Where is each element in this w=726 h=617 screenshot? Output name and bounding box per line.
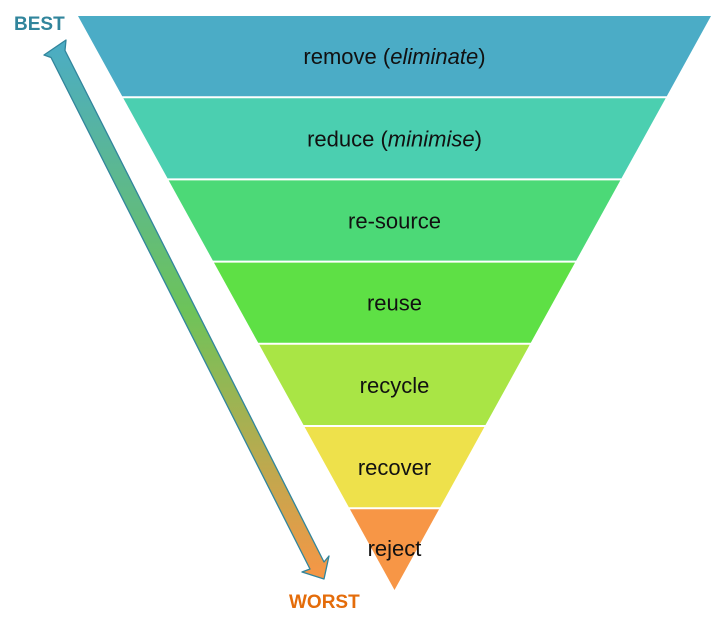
double-headed-arrow-icon <box>43 39 330 580</box>
tier-label-main: re-source <box>348 209 441 234</box>
tier-label-7: reject <box>368 536 422 561</box>
tier-label-italic: minimise <box>388 126 475 151</box>
tier-label-3: re-source <box>348 209 441 234</box>
tier-label-italic: eliminate <box>390 44 478 69</box>
tier-band-4 <box>213 262 576 343</box>
tier-band-6 <box>304 427 485 508</box>
tier-label-main: recover <box>358 455 431 480</box>
tier-band-5 <box>259 344 530 425</box>
tier-label-1: remove (eliminate) <box>303 44 485 69</box>
hierarchy-tiers: remove (eliminate)reduce (minimise)re-so… <box>78 16 711 590</box>
tier-label-2: reduce (minimise) <box>307 126 482 151</box>
tier-label-main: reduce ( <box>307 126 388 151</box>
tier-label-5: recycle <box>360 373 430 398</box>
tier-band-7 <box>349 509 440 590</box>
tier-label-tail: ) <box>475 126 482 151</box>
best-label: BEST <box>14 14 65 35</box>
tier-label-main: recycle <box>360 373 430 398</box>
tier-band-2 <box>123 98 666 179</box>
tier-band-1 <box>78 16 711 97</box>
tier-label-tail: ) <box>478 44 485 69</box>
tier-label-6: recover <box>358 455 431 480</box>
tier-label-main: reuse <box>367 291 422 316</box>
tier-label-main: reject <box>368 536 422 561</box>
tier-label-4: reuse <box>367 291 422 316</box>
best-to-worst-arrow <box>43 39 330 580</box>
worst-label: WORST <box>289 592 360 613</box>
tier-band-3 <box>168 180 621 261</box>
tier-label-main: remove ( <box>303 44 390 69</box>
